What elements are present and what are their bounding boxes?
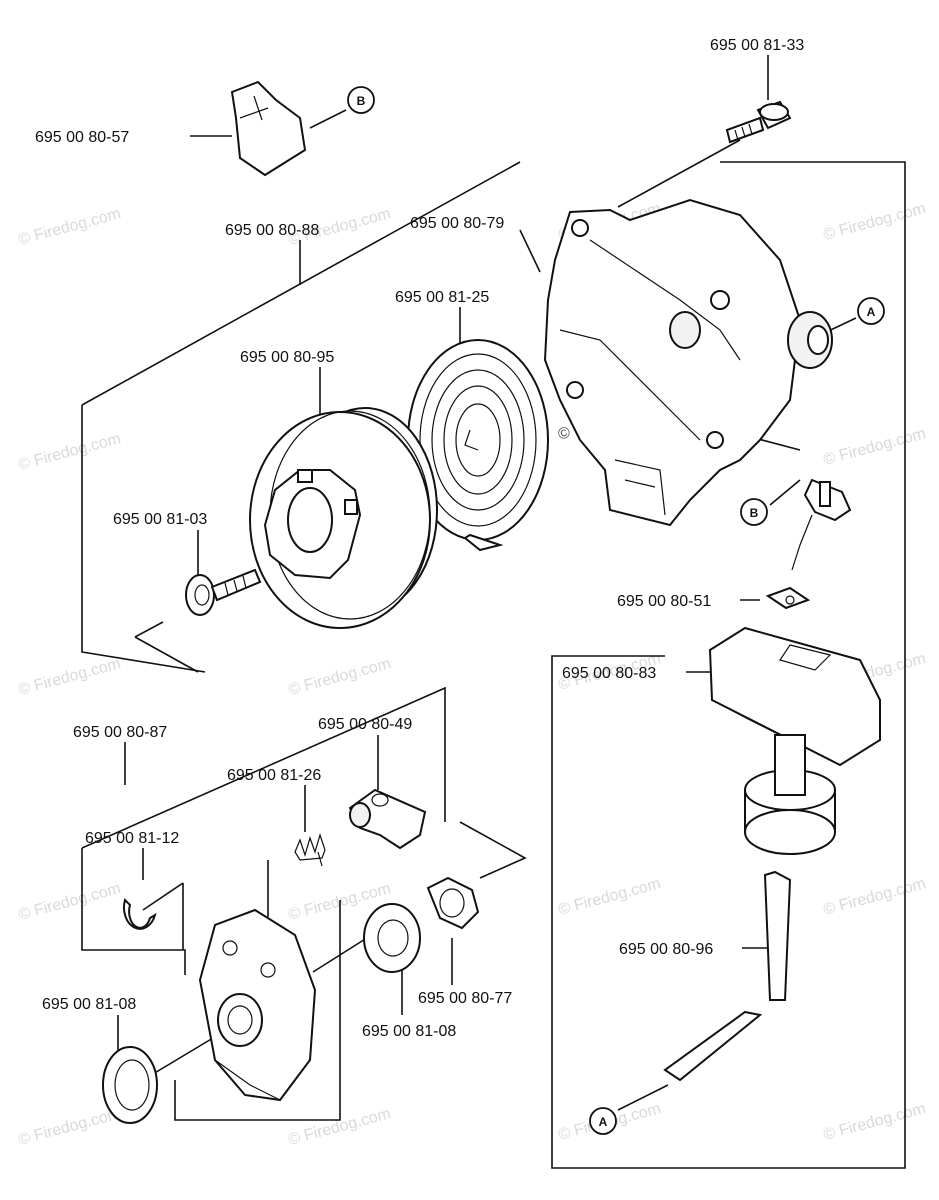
spring-81-26-drawing bbox=[294, 832, 326, 867]
bracket-80-87-inner bbox=[142, 882, 184, 911]
watermark: © Firedog.com bbox=[822, 425, 928, 469]
leader-a-bottom bbox=[617, 1084, 669, 1111]
bracket-80-79-frame bbox=[551, 161, 906, 1169]
watermark: © Firedog.com bbox=[17, 205, 123, 249]
part-label-80-79: 695 00 80-79 bbox=[410, 215, 504, 232]
starter-handle-80-83-drawing bbox=[708, 626, 881, 855]
callout-b-top: B bbox=[347, 86, 375, 114]
leader-ratchet-axis bbox=[312, 935, 371, 973]
callout-a-top: A bbox=[857, 297, 885, 325]
bracket-80-87-bottom bbox=[174, 900, 341, 1121]
starter-rope-80-96-drawing bbox=[663, 870, 792, 1082]
callout-a-bottom: A bbox=[589, 1107, 617, 1135]
nut-80-77-drawing bbox=[426, 876, 480, 930]
circlip-81-12-drawing bbox=[122, 898, 157, 930]
pawl-80-49-drawing bbox=[348, 788, 427, 850]
screw-81-03-drawing bbox=[185, 568, 262, 616]
watermark: © Firedog.com bbox=[17, 430, 123, 474]
bracket-80-87-left bbox=[81, 848, 186, 975]
starter-housing-80-79-drawing bbox=[543, 198, 833, 527]
part-label-81-03: 695 00 81-03 bbox=[113, 511, 207, 528]
part-label-80-87: 695 00 80-87 bbox=[73, 724, 167, 741]
part-label-80-51: 695 00 80-51 bbox=[617, 593, 711, 610]
bracket-tick bbox=[134, 636, 199, 673]
bolt-81-33-drawing bbox=[725, 100, 792, 144]
watermark: © Firedog.com bbox=[557, 875, 663, 919]
part-number-labels: 695 00 81-33 695 00 80-57 695 00 80-88 6… bbox=[35, 37, 804, 1040]
part-label-81-08-center: 695 00 81-08 bbox=[362, 1023, 456, 1040]
callout-b-mid-label: B bbox=[750, 506, 759, 520]
part-label-80-88: 695 00 80-88 bbox=[225, 222, 319, 239]
watermark: © Firedog.com bbox=[822, 875, 928, 919]
callout-b-top-label: B bbox=[357, 94, 366, 108]
bracket-80-88-left bbox=[81, 405, 206, 673]
watermark: © Firedog.com bbox=[17, 1105, 123, 1149]
watermark: © Firedog.com bbox=[17, 655, 123, 699]
part-label-80-95: 695 00 80-95 bbox=[240, 349, 334, 366]
washer-81-08-center-drawing bbox=[363, 903, 421, 973]
bracket-nut-hint bbox=[459, 821, 527, 879]
callout-a-top-label: A bbox=[867, 305, 876, 319]
watermark: © Firedog.com bbox=[822, 200, 928, 244]
part-label-81-26: 695 00 81-26 bbox=[227, 767, 321, 784]
part-label-81-12: 695 00 81-12 bbox=[85, 830, 179, 847]
rope-guide-80-51-drawing bbox=[765, 478, 852, 610]
leader-b-mid2 bbox=[769, 479, 801, 506]
bracket-tick bbox=[134, 621, 164, 638]
assembly-bracket-lines bbox=[81, 161, 906, 1169]
part-label-80-96: 695 00 80-96 bbox=[619, 941, 713, 958]
ratchet-80-87-drawing bbox=[198, 908, 317, 1102]
callout-b-mid: B bbox=[740, 498, 768, 526]
part-label-80-77: 695 00 80-77 bbox=[418, 990, 512, 1007]
part-label-81-33: 695 00 81-33 bbox=[710, 37, 804, 54]
watermark: © Firedog.com bbox=[17, 880, 123, 924]
part-label-80-49: 695 00 80-49 bbox=[318, 716, 412, 733]
part-label-81-08-left: 695 00 81-08 bbox=[42, 996, 136, 1013]
part-label-80-83: 695 00 80-83 bbox=[562, 665, 656, 682]
bracket-80-87-top bbox=[81, 686, 446, 849]
callout-circles: B A B A bbox=[347, 86, 885, 1135]
rewind-spring-81-25-drawing bbox=[407, 339, 549, 552]
callout-a-bottom-label: A bbox=[599, 1115, 608, 1129]
leader-80-79 bbox=[519, 229, 541, 273]
part-label-80-57: 695 00 80-57 bbox=[35, 129, 129, 146]
watermark: © Firedog.com bbox=[822, 1100, 928, 1144]
part-label-81-25: 695 00 81-25 bbox=[395, 289, 489, 306]
washer-81-08-left-drawing bbox=[102, 1046, 158, 1124]
part-drawings bbox=[102, 80, 881, 1124]
leader-bolt-axis bbox=[617, 139, 741, 208]
leader-b-top bbox=[309, 109, 347, 129]
rope-pulley-80-95-drawing bbox=[249, 407, 438, 629]
watermark: © Firedog.com bbox=[287, 655, 393, 699]
clip-80-57-drawing bbox=[230, 80, 307, 177]
bracket-80-88-top bbox=[81, 161, 521, 406]
